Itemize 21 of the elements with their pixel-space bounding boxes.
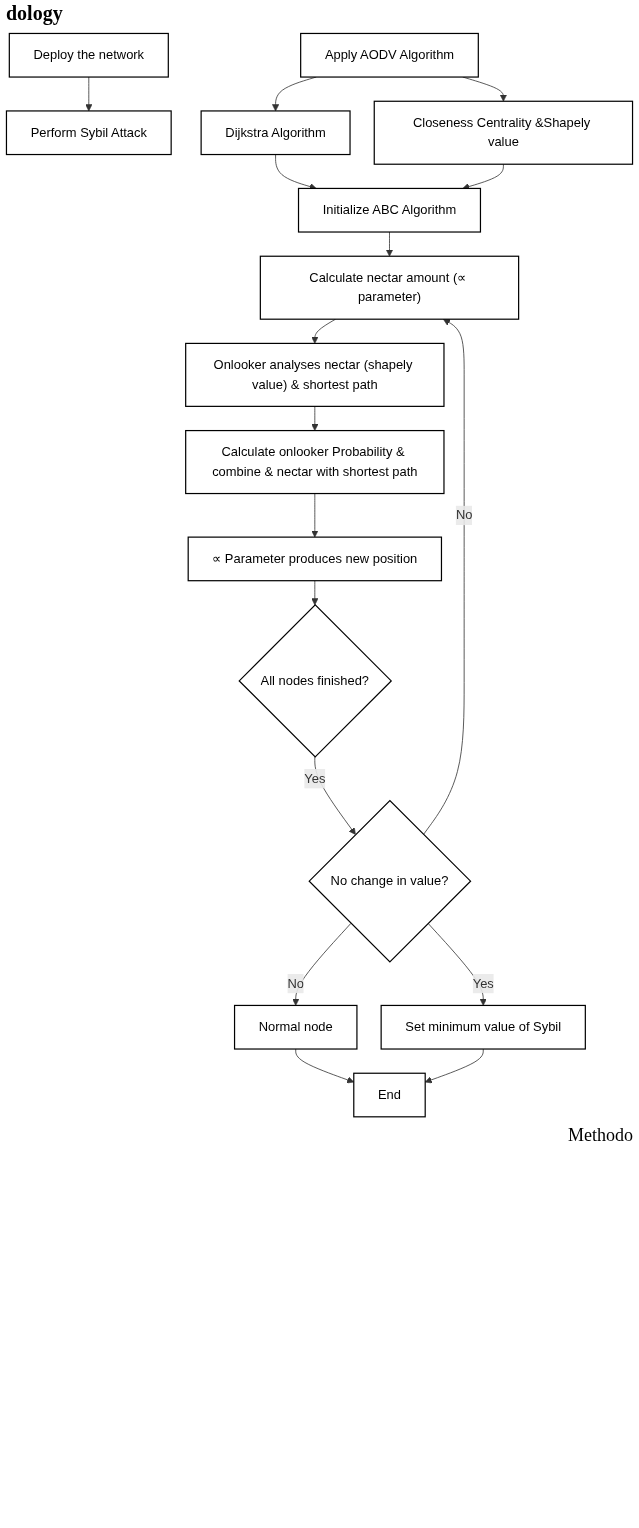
node-box: Dijkstra Algorithm bbox=[200, 110, 351, 156]
caption-text: dology bbox=[5, 1, 64, 27]
node-box: Perform Sybil Attack bbox=[5, 110, 172, 156]
node-box: Normal node bbox=[233, 1004, 358, 1050]
edge-label: Yes bbox=[304, 771, 326, 786]
edge-label: No bbox=[287, 976, 304, 991]
edge-label: No bbox=[455, 508, 473, 522]
node-box: Closeness Centrality &Shapely value bbox=[373, 100, 634, 165]
caption-text: Methodo bbox=[567, 1124, 634, 1148]
node-diamond: No change in value? bbox=[308, 799, 472, 963]
node-box: Initialize ABC Algorithm bbox=[297, 187, 482, 233]
edge-label: Yes bbox=[472, 976, 494, 991]
node-box: Set minimum value of Sybil bbox=[380, 1004, 586, 1050]
node-box: Calculate onlooker Probability & combine & nectar with shortest path bbox=[185, 429, 445, 495]
node-box: Onlooker analyses nectar (shapely value) & shortest path bbox=[185, 342, 445, 407]
node-box: ∝ Parameter produces new position bbox=[187, 536, 443, 582]
node-box: Apply AODV Algorithm bbox=[300, 32, 479, 78]
node-diamond: All nodes finished? bbox=[238, 604, 393, 758]
node-box: End bbox=[353, 1072, 426, 1118]
node-box: Deploy the network bbox=[8, 32, 169, 78]
node-box: Calculate nectar amount (∝ parameter) bbox=[259, 255, 520, 320]
